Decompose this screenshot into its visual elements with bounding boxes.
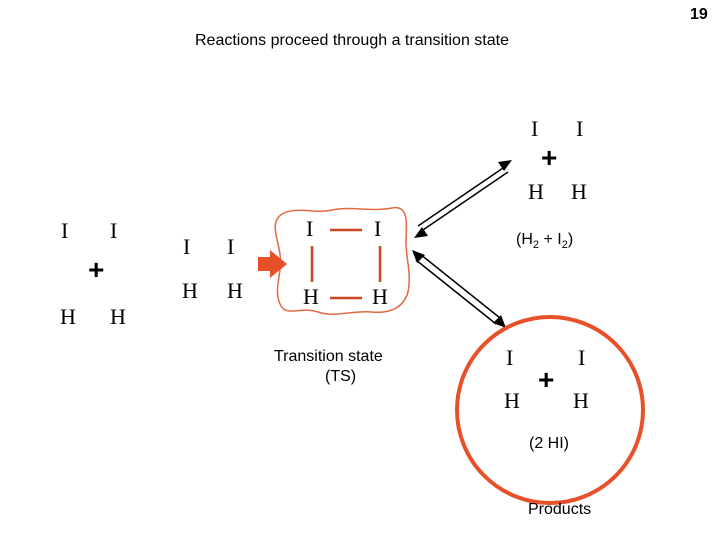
forward-arrow-head xyxy=(270,250,287,278)
atom-h-reactant-1: H xyxy=(528,179,544,204)
atom-h-approach-2: H xyxy=(227,278,243,303)
equilibrium-arrow-down xyxy=(412,250,506,328)
atom-i-left-1: I xyxy=(61,218,69,243)
atom-h-left-2: H xyxy=(110,304,126,329)
plus-sign-reactants: + xyxy=(541,142,558,173)
atom-h-approach-1: H xyxy=(182,278,198,303)
atom-i-ts-2: I xyxy=(374,216,382,241)
atom-i-approach-2: I xyxy=(227,234,235,259)
products-formula-label: (2 HI) xyxy=(529,435,569,452)
atom-i-ts-1: I xyxy=(306,216,314,241)
atom-h-ts-1: H xyxy=(303,284,319,309)
atom-i-left-2: I xyxy=(110,218,118,243)
atom-h-reactant-2: H xyxy=(571,179,587,204)
atom-h-product-2: H xyxy=(573,388,589,413)
page-number: 19 xyxy=(690,6,708,23)
atom-i-reactant-2: I xyxy=(576,116,584,141)
atom-h-product-1: H xyxy=(504,388,520,413)
products-circle xyxy=(455,315,645,505)
atom-i-product-1: I xyxy=(506,345,514,370)
atom-i-reactant-1: I xyxy=(531,116,539,141)
atom-i-approach-1: I xyxy=(183,234,191,259)
ts-outline xyxy=(274,207,410,315)
products-caption: Products xyxy=(528,501,592,518)
forward-arrow-shaft xyxy=(258,257,272,271)
plus-sign-products: + xyxy=(538,364,555,395)
plus-sign-left: + xyxy=(88,254,105,285)
reactants-label: (H2 + I2) xyxy=(516,231,574,252)
atom-h-left-1: H xyxy=(60,304,76,329)
equilibrium-arrow-up xyxy=(414,160,512,238)
atom-h-ts-2: H xyxy=(372,284,388,309)
ts-caption-line2: (TS) xyxy=(325,368,357,385)
ts-caption-line1: Transition state xyxy=(274,348,383,365)
atom-i-product-2: I xyxy=(578,345,586,370)
page-title: Reactions proceed through a transition s… xyxy=(195,32,509,49)
